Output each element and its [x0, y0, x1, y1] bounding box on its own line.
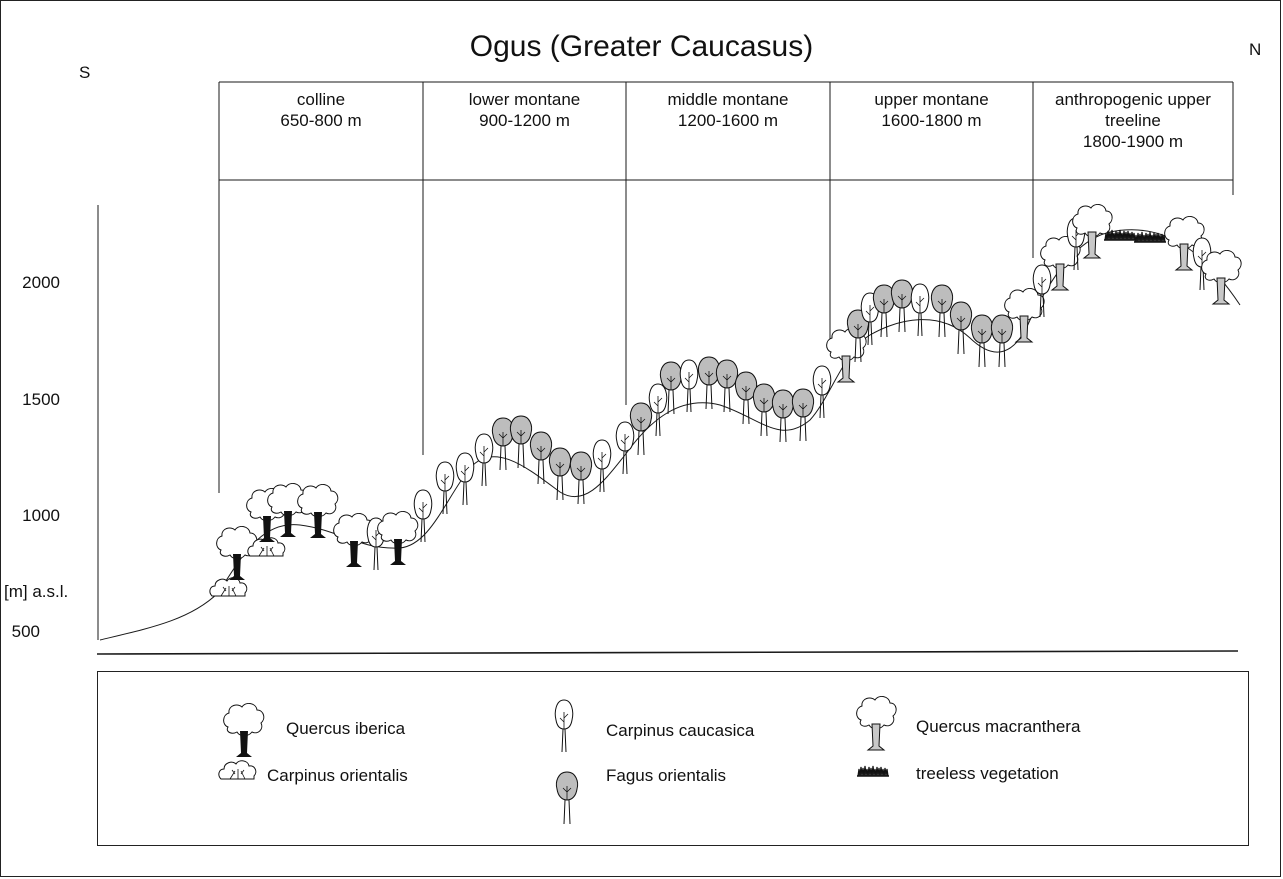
legend-label-carpinus-caucasica: Carpinus caucasica [606, 721, 755, 740]
zone-name: colline [296, 90, 346, 109]
fagus-orientalis-icon [752, 383, 776, 437]
carpinus-caucasica-icon [474, 433, 494, 487]
fagus-orientalis-icon [509, 415, 533, 469]
carpinus-caucasica-icon [812, 365, 832, 419]
fagus-orientalis-icon [697, 356, 721, 410]
carpinus-caucasica-icon [615, 421, 635, 475]
y-tick-1000: 1000 [22, 506, 60, 525]
fagus-orientalis-icon [949, 301, 973, 355]
zone-colline: colline 650-800 m [219, 82, 423, 178]
carpinus-caucasica-icon [648, 383, 668, 437]
quercus-iberica-icon [333, 512, 375, 568]
legend-label-fagus-orientalis: Fagus orientalis [606, 766, 727, 785]
legend-label-quercus-macranthera: Quercus macranthera [916, 717, 1081, 736]
legend-label-carpinus-orientalis: Carpinus orientalis [267, 766, 408, 785]
fagus-orientalis-icon [715, 359, 739, 413]
quercus-macranthera-icon [1201, 249, 1242, 305]
zone-range: 1800-1900 m [1082, 132, 1184, 151]
legend-label-treeless-vegetation: treeless vegetation [916, 764, 1059, 783]
zone-name-line2: treeline [1105, 111, 1161, 130]
zone-name: upper montane [874, 90, 989, 109]
zone-range: 1200-1600 m [677, 111, 779, 130]
compass-south-label: S [79, 63, 91, 82]
fagus-orientalis-icon [930, 284, 954, 338]
y-tick-500: 500 [11, 622, 40, 641]
quercus-iberica-icon [297, 483, 339, 539]
carpinus-caucasica-icon [910, 283, 930, 337]
zone-range: 1600-1800 m [881, 111, 982, 130]
zone-name-line1: anthropogenic upper [1055, 90, 1211, 109]
carpinus-caucasica-icon [592, 439, 612, 493]
terrain-profile [99, 229, 1241, 641]
zone-name: middle montane [667, 90, 789, 109]
fagus-orientalis-icon [771, 389, 795, 443]
zone-middle-montane: middle montane 1200-1600 m [626, 82, 830, 178]
y-tick-1500: 1500 [22, 390, 60, 409]
legend [97, 671, 1249, 846]
fagus-orientalis-icon [629, 402, 653, 456]
fagus-orientalis-icon [990, 314, 1014, 368]
carpinus-orientalis-icon [209, 577, 248, 597]
baseline [96, 650, 1239, 655]
carpinus-caucasica-icon [413, 489, 433, 543]
zone-range: 900-1200 m [479, 111, 570, 130]
zone-anthropogenic-upper-treeline: anthropogenic upper treeline 1800-1900 m [1033, 82, 1233, 178]
carpinus-caucasica-icon [455, 452, 475, 506]
compass-north-label: N [1249, 40, 1262, 59]
fagus-orientalis-icon [529, 431, 553, 485]
treeless-vegetation-icon [1133, 231, 1167, 243]
zone-name: lower montane [468, 90, 581, 109]
quercus-iberica-icon [377, 510, 419, 566]
zone-range: 650-800 m [280, 111, 362, 130]
fagus-orientalis-icon [791, 388, 815, 442]
zone-upper-montane: upper montane 1600-1800 m [830, 82, 1033, 178]
legend-label-quercus-iberica: Quercus iberica [286, 719, 406, 738]
y-axis-unit-label: [m] a.s.l. [4, 582, 69, 601]
zone-lower-montane: lower montane 900-1200 m [423, 82, 626, 178]
y-tick-2000: 2000 [22, 273, 60, 292]
fagus-orientalis-icon [970, 314, 994, 368]
diagram-title: Ogus (Greater Caucasus) [469, 30, 814, 63]
